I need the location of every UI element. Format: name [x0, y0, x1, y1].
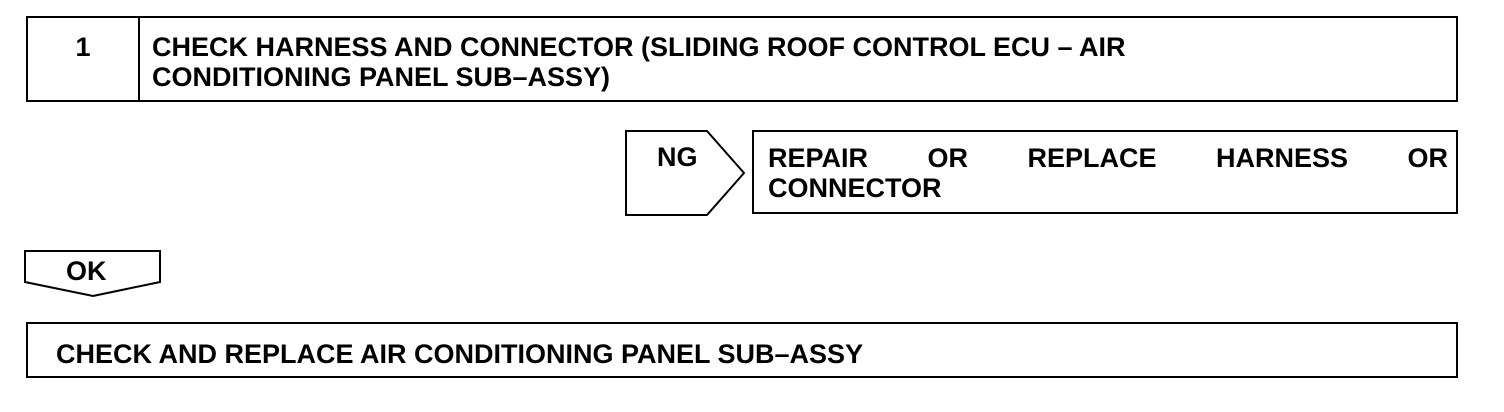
- final-action-box: CHECK AND REPLACE AIR CONDITIONING PANEL…: [26, 322, 1458, 378]
- ng-result-word: HARNESS: [1215, 143, 1349, 173]
- step-title-line1: CHECK HARNESS AND CONNECTOR (SLIDING ROO…: [152, 32, 1126, 62]
- ok-arrow-icon: [24, 250, 161, 298]
- ng-result-word: OR: [1407, 143, 1449, 173]
- step-number-cell: 1: [28, 18, 140, 100]
- ok-label: OK: [66, 256, 107, 286]
- ng-result-line2: CONNECTOR: [768, 173, 942, 203]
- final-action-text: CHECK AND REPLACE AIR CONDITIONING PANEL…: [56, 339, 864, 369]
- step-title-line2: CONDITIONING PANEL SUB–ASSY): [152, 62, 611, 92]
- ng-arrow-icon: [625, 130, 745, 216]
- ng-label: NG: [657, 142, 698, 172]
- ng-result-line1: REPAIR OR REPLACE HARNESS OR: [768, 143, 1448, 173]
- step-number: 1: [75, 32, 91, 62]
- ng-result-word: REPAIR: [768, 143, 869, 173]
- step-title-cell: CHECK HARNESS AND CONNECTOR (SLIDING ROO…: [140, 18, 1456, 100]
- ng-result-word: REPLACE: [1027, 143, 1157, 173]
- ng-result-box: REPAIR OR REPLACE HARNESS OR CONNECTOR: [752, 130, 1458, 214]
- ng-result-word: OR: [927, 143, 969, 173]
- step-box: 1 CHECK HARNESS AND CONNECTOR (SLIDING R…: [26, 16, 1458, 102]
